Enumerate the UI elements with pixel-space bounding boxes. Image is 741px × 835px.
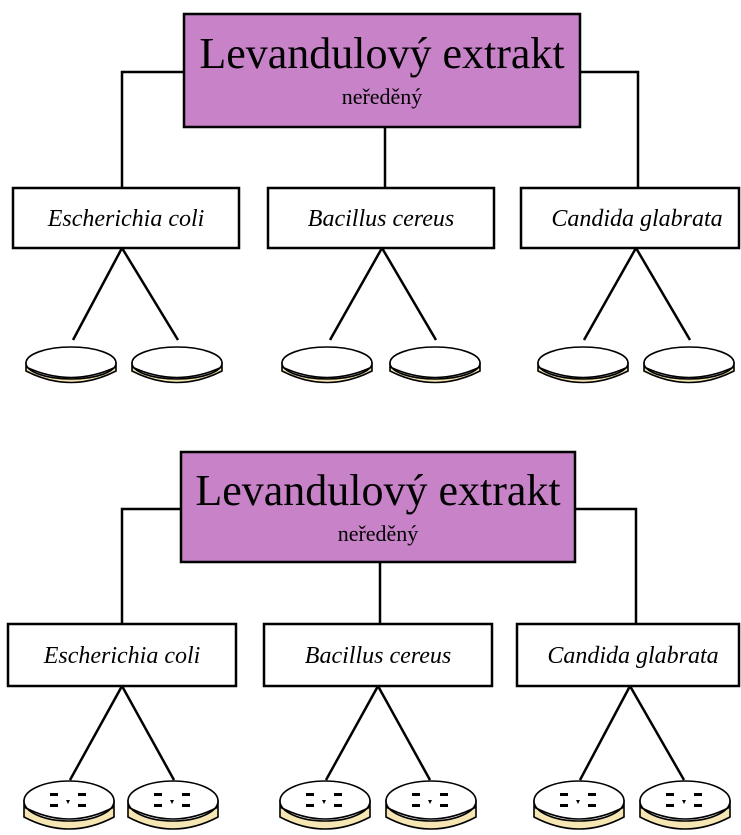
root-subtitle: neředěný <box>342 84 423 109</box>
organism-box-bacillus: Bacillus cereus <box>262 622 494 688</box>
petri-dish-with-discs <box>385 780 477 830</box>
connector-candida-to-plate-1 <box>582 247 638 341</box>
connector-escherichia-to-plate-1 <box>71 247 124 341</box>
organism-box-escherichia: Escherichia coli <box>11 186 241 250</box>
petri-dish <box>537 346 629 384</box>
connector-candida-to-plate-2 <box>634 247 692 341</box>
disc-marks <box>412 793 448 807</box>
root-title: Levandulový extrakt <box>199 29 564 78</box>
root-box: Levandulový extrakt neředěný <box>182 12 582 129</box>
petri-dishes-row-1 <box>25 346 735 384</box>
petri-dish <box>131 346 223 384</box>
petri-dish <box>389 346 481 384</box>
connector-escherichia-to-plate-1 <box>68 685 124 781</box>
connector-candida-to-plate-1 <box>578 685 632 781</box>
connector-escherichia-to-plate-2 <box>120 685 176 781</box>
connector-bacillus-to-plate-2 <box>376 685 432 781</box>
petri-dish <box>281 346 373 384</box>
root-title: Levandulový extrakt <box>195 466 560 515</box>
organism-box-bacillus: Bacillus cereus <box>266 186 496 250</box>
petri-dish-with-discs <box>639 780 731 830</box>
connector-bacillus-to-plate-1 <box>324 685 380 781</box>
connector-root-to-escherichia <box>120 507 181 624</box>
disc-marks <box>666 793 702 807</box>
root-box: Levandulový extrakt neředěný <box>179 450 577 564</box>
organism-box-escherichia: Escherichia coli <box>6 622 238 688</box>
disc-marks <box>306 793 342 807</box>
disc-marks <box>154 793 190 807</box>
connector-root-to-candida <box>580 70 640 188</box>
petri-dish <box>643 346 735 384</box>
connector-escherichia-to-plate-2 <box>120 247 180 341</box>
connector-candida-to-plate-2 <box>628 685 686 781</box>
organism-label: Candida glabrata <box>547 643 718 669</box>
tree-1-connectors <box>71 70 692 341</box>
root-subtitle: neředěný <box>338 521 419 546</box>
connector-root-to-candida <box>575 507 638 624</box>
tree-1: Levandulový extrakt neředěný Escherichia… <box>11 12 741 384</box>
organism-label: Bacillus cereus <box>308 206 454 232</box>
connector-bacillus-to-plate-2 <box>380 247 438 341</box>
organism-label: Candida glabrata <box>551 206 722 232</box>
tree-2-connectors <box>68 507 686 781</box>
organism-label: Escherichia coli <box>43 643 201 669</box>
petri-dish-with-discs <box>23 780 115 830</box>
organism-box-candida: Candida glabrata <box>515 622 741 688</box>
petri-dishes-row-2 <box>23 780 731 830</box>
connector-bacillus-to-plate-1 <box>328 247 384 341</box>
petri-dish-with-discs <box>533 780 625 830</box>
organism-label: Bacillus cereus <box>305 643 451 669</box>
disc-marks <box>50 793 86 807</box>
petri-dish-with-discs <box>127 780 219 830</box>
connector-root-to-escherichia <box>120 70 184 188</box>
petri-dish-with-discs <box>279 780 371 830</box>
organism-label: Escherichia coli <box>47 206 205 232</box>
organism-box-candida: Candida glabrata <box>519 186 741 250</box>
disc-marks <box>560 793 596 807</box>
petri-dish <box>25 346 117 384</box>
tree-2: Levandulový extrakt neředěný Escherichia… <box>6 450 741 830</box>
